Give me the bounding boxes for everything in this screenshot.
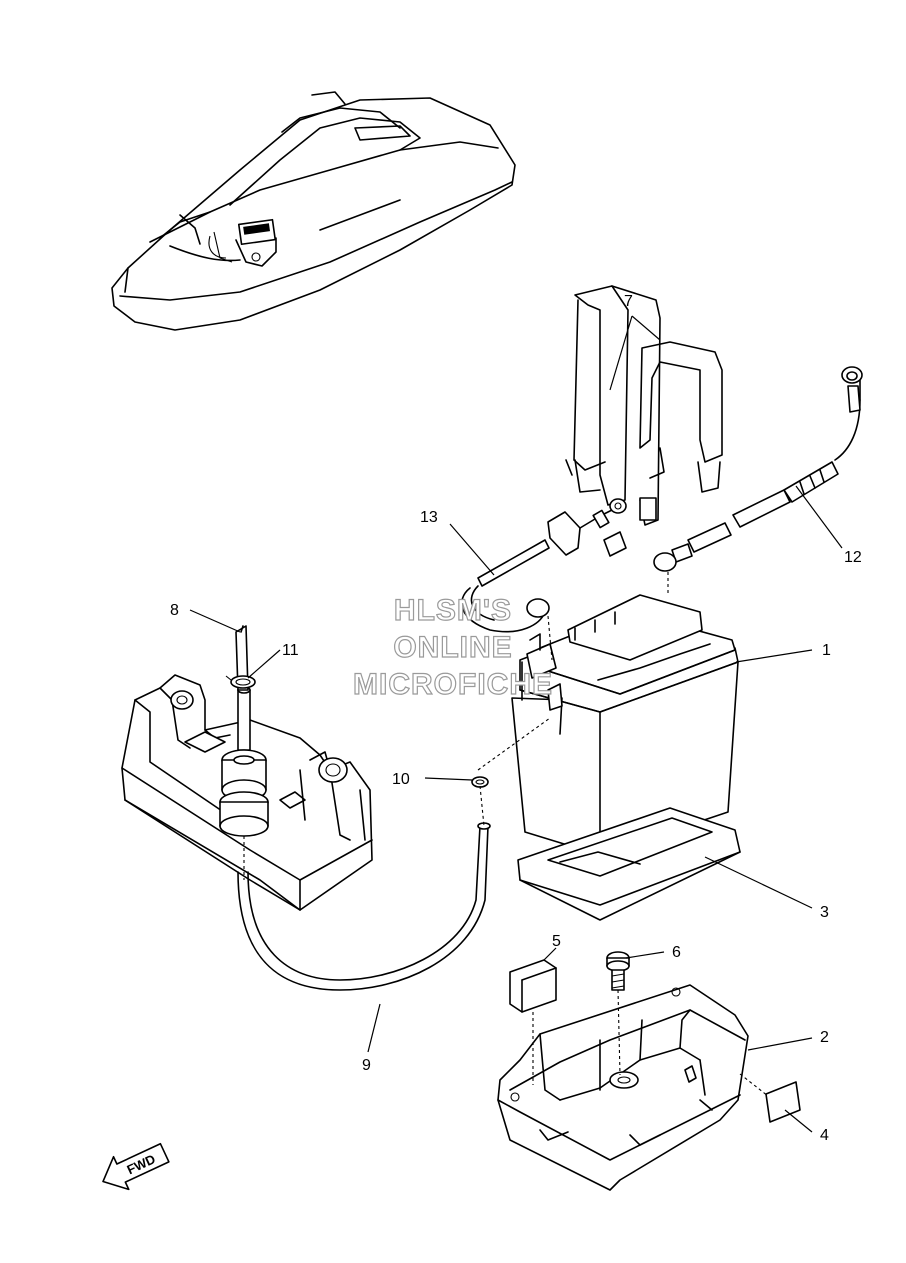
callout-9: 9 [362,1057,371,1074]
callout-11: 11 [282,642,299,659]
callout-13: 13 [420,509,438,526]
leader-lines [189,315,843,1133]
watermark: HLSM'S ONLINE MICROFICHE [352,593,553,701]
pad [765,1081,801,1123]
vent-pipe [235,625,249,691]
callouts: 1 2 3 4 5 6 7 8 9 10 11 12 13 [170,293,862,1144]
assembly-lines [477,572,769,1097]
callout-7: 7 [624,293,633,310]
callout-5: 5 [552,933,561,950]
forward-arrow-icon [102,1142,170,1191]
negative-cable [461,498,627,633]
callout-10: 10 [392,771,410,788]
damper [509,959,557,1013]
callout-4: 4 [820,1127,829,1144]
callout-1: 1 [822,642,831,659]
callout-12: 12 [844,549,862,566]
positive-cable [653,366,863,572]
callout-6: 6 [672,944,681,961]
watermark-line-2: ONLINE [393,631,512,664]
hose-clamp [225,675,256,689]
bolt [606,951,630,991]
callout-3: 3 [820,904,829,921]
hose-clip [471,776,489,827]
watermark-line-3: MICROFICHE [353,668,553,701]
battery [511,594,739,856]
callout-8: 8 [170,602,179,619]
watercraft-overview [111,91,516,331]
watermark-line-1: HLSM'S [394,594,512,627]
breather-hose [237,822,491,991]
battery-band [565,285,723,526]
callout-2: 2 [820,1029,829,1046]
battery-mat [517,807,741,921]
forward-arrow: FWD [102,1142,170,1191]
battery-case [497,984,749,1191]
